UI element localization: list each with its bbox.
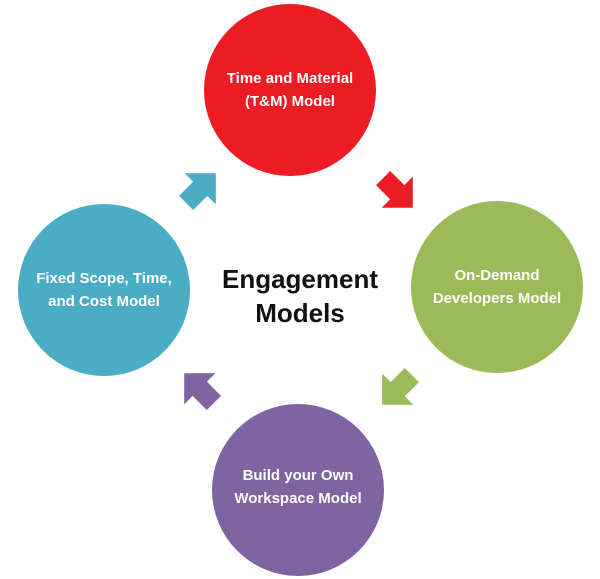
node-label-time-material: Time and Material (T&M) Model (226, 70, 354, 110)
node-circle-build-workspace (212, 404, 384, 576)
arrow-bw-to-fs (184, 373, 221, 410)
node-label-build-workspace: Build your Own Workspace Model (234, 467, 362, 507)
node-label-fixed-scope: Fixed Scope, Time, and Cost Model (36, 270, 172, 310)
node-circle-fixed-scope (18, 204, 190, 376)
node-circle-time-material (204, 4, 376, 176)
node-circle-on-demand (411, 201, 583, 373)
arrow-fs-to-tm (179, 173, 216, 210)
arrow-od-to-bw (382, 368, 419, 405)
arrow-tm-to-od (376, 171, 413, 208)
center-title: Engagement Models (221, 264, 379, 328)
node-label-on-demand: On-Demand Developers Model (432, 267, 562, 307)
